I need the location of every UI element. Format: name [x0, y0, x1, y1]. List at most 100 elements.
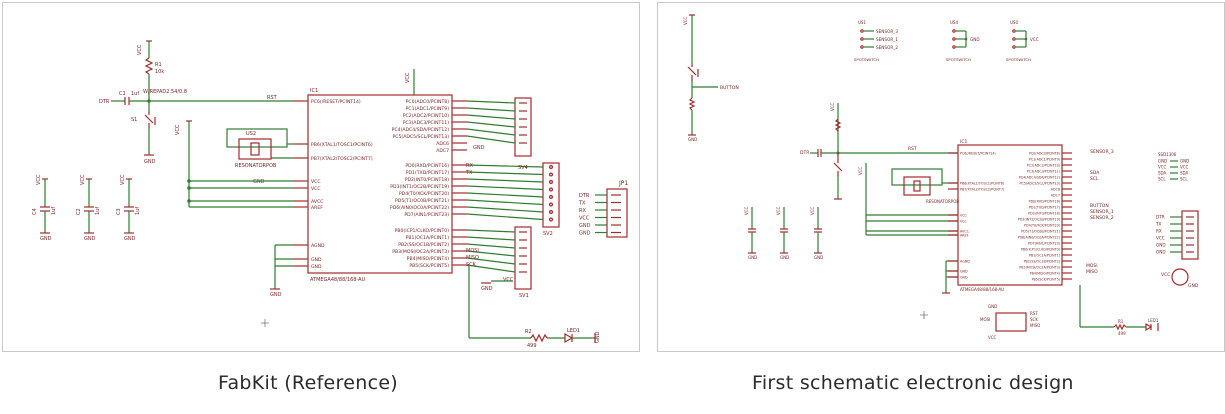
oled-pin-label: SCL: [1180, 177, 1188, 182]
ic1-pin-label: VCC: [311, 186, 321, 192]
resistor: [834, 118, 842, 132]
vcc-label: VCC: [683, 16, 688, 25]
header-sv2: [542, 162, 560, 228]
wire: [466, 229, 516, 233]
led1-label: LED1: [567, 328, 580, 334]
gnd-label: GND: [481, 286, 493, 292]
resonator-label: RESONATORPOB: [926, 199, 959, 204]
r1-label: R1: [155, 62, 162, 68]
mosi-label: MOSI: [466, 248, 479, 254]
wire: [466, 185, 544, 191]
oled-label: SSD1306: [1158, 152, 1177, 157]
rst-label: RST: [1030, 311, 1038, 316]
ic1-pin-label: PD4(T0/XCK/PCINT20): [399, 191, 449, 197]
ic1-pin-label: GND: [311, 257, 322, 263]
ic1-pin-label: PC0(ADC0/PCINT8): [1029, 152, 1060, 156]
tx-label: TX: [465, 170, 473, 176]
oled-pin-net: GND: [1158, 159, 1167, 164]
sv2-label: SV2: [543, 231, 553, 237]
wire: [466, 114, 516, 120]
ic1-pin-label: AGND: [311, 243, 325, 249]
gnd-label: GND: [780, 255, 789, 260]
vcc-label: VCC: [988, 335, 997, 340]
resistor-r2: [530, 333, 548, 343]
ic1-pin-label: PD1(TXD/PCINT17): [1029, 206, 1060, 210]
ic1-pin-label: PC1(ADC1/PCINT9): [406, 106, 450, 112]
ic1-pin-label: PB0(ICP1/CLKO/PCINT0): [1021, 248, 1060, 252]
header-pin: [548, 210, 553, 215]
ic1-pin-label: PB1(OC1A/PCINT1): [1029, 254, 1060, 258]
wire: [466, 213, 544, 221]
junction: [1024, 37, 1028, 41]
ic1-pin-label: PB6(XTAL1/TOSC1/PCINT6): [960, 182, 1004, 186]
ic1-pin-label: PC4(ADC4/SDA/PCINT12): [392, 127, 450, 133]
sensor-label: SENSOR_3: [1090, 149, 1114, 155]
vcc-label: VCC: [776, 206, 781, 215]
switch-part: SPOTSWITCH: [854, 57, 879, 62]
ic1-pin-label: VCC: [960, 220, 968, 224]
ic1-pin-label: VCC: [311, 179, 321, 185]
ic1-pin-label: AREF: [311, 205, 323, 211]
capacitor-label: C3: [116, 208, 122, 215]
ic1-pin-label: ADC6: [1051, 188, 1060, 192]
switch-pin: [952, 37, 956, 41]
header-sv1: [514, 226, 532, 290]
sda-label: SDA: [1090, 170, 1100, 176]
ic1-pin-label: PC0(ADC0/PCINT8): [406, 99, 450, 105]
r-value: 499: [1118, 331, 1126, 336]
dtr-label: DTR: [800, 150, 809, 156]
vcc-label: VCC: [80, 174, 86, 185]
led1-diode: [564, 332, 574, 344]
sensor-label: SENSOR_2: [1090, 215, 1114, 221]
ic1-pin-label: PD5(T1/OC0B/PCINT21): [1021, 230, 1060, 234]
oled-pin-net: VCC: [1158, 165, 1167, 170]
button-label: BUTTON: [1090, 203, 1109, 209]
wire: [466, 178, 544, 183]
ic1-pin-label: GND: [311, 264, 322, 270]
ic1-left-pins: PC6(/RESET/PCINT14)PB6(XTAL1/TOSC1/PCINT…: [293, 99, 373, 270]
caption-reference: FabKit (Reference): [218, 372, 399, 394]
us2-label: US2: [246, 131, 256, 137]
wire: [466, 192, 544, 198]
ic1-pin-label: ADC6: [436, 141, 449, 147]
ic1-body: [307, 94, 453, 274]
spot-switches: US1SENSOR_3SENSOR_1SENSOR_2SPOTSWITCHUS4…: [854, 20, 1039, 62]
switch-pin: [860, 37, 864, 41]
miso-label: MISO: [466, 255, 479, 261]
header-pin: [548, 180, 553, 185]
switch-pin: [1012, 29, 1016, 33]
connector-pin-label: VCC: [1156, 236, 1165, 241]
sck-label: SCK: [1030, 317, 1038, 322]
sensor-label: SENSOR_1: [1090, 209, 1114, 215]
header-pin: [548, 165, 553, 170]
jp1-pin-label: DTR: [579, 193, 590, 199]
junction: [187, 186, 191, 190]
ic1-pin-label: PB7(XTAL2/TOSC2/PCINT7): [311, 156, 373, 162]
junction: [964, 37, 968, 41]
wire: [466, 250, 516, 257]
wire: [466, 164, 544, 168]
header-sv4: [514, 97, 532, 157]
reference-schematic-panel: VCC R1 10k W/REPAD2.54/0.8 DTR C1 1uf RS…: [2, 2, 640, 352]
ic1-pin-label: PC1(ADC1/PCINT9): [1029, 158, 1060, 162]
ic1-pin-label: PB3(MOSI/OC2A/PCINT3): [392, 249, 449, 255]
junction: [187, 199, 191, 203]
ic1-pin-label: PD3(INT1/OC2B/PCINT19): [1018, 218, 1060, 222]
net-label: SENSOR_3: [876, 29, 898, 34]
ic1-pin-label: PD7(AIN1/PCINT23): [404, 212, 449, 218]
button-label: BUTTON: [720, 85, 739, 91]
gnd-label: GND: [270, 292, 282, 298]
resonator-crystal: [913, 180, 921, 192]
oled-pin-net: SDA: [1158, 171, 1167, 176]
ic1-pin-label: PC5(ADC5/SCL/PCINT13): [1019, 182, 1060, 186]
ic1-name: IC1: [960, 139, 967, 145]
ic1-pin-label: PB5(SCK/PCINT5): [1032, 278, 1060, 282]
capacitor-label: C2: [76, 208, 82, 215]
ic1-pin-label: PB4(MISO/PCINT4): [407, 256, 450, 262]
header-pin: [548, 172, 553, 177]
vcc-label: VCC: [744, 206, 749, 215]
